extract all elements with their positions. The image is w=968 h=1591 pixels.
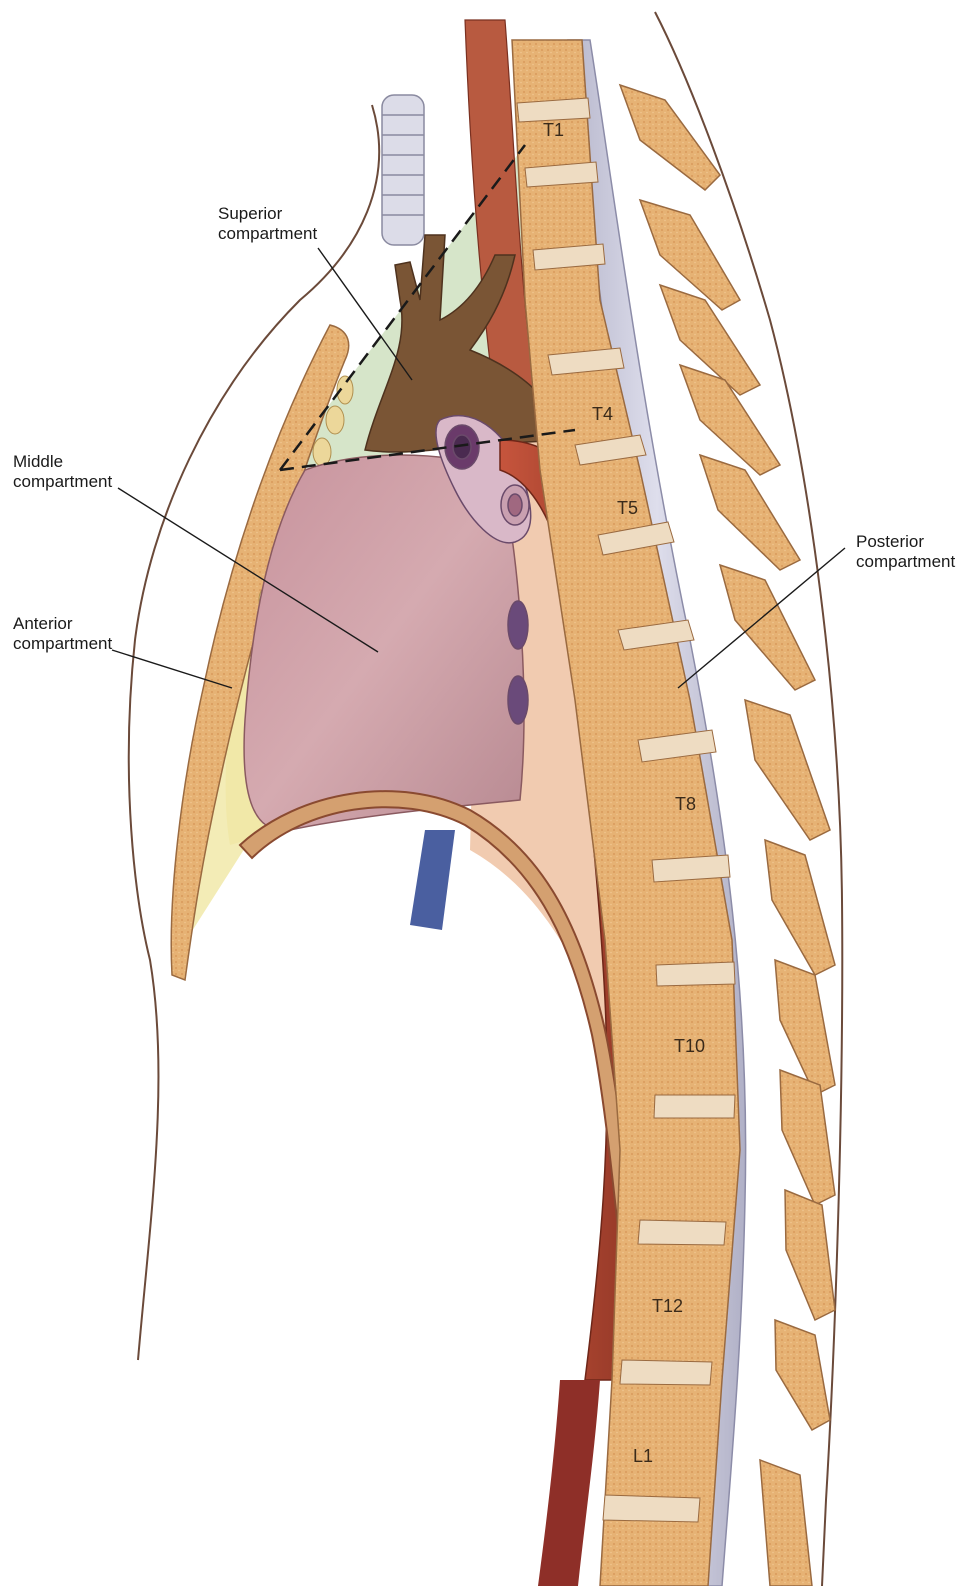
vertebra-label-t1: T1 <box>543 120 564 140</box>
middle-label-line1: Middle <box>13 452 112 472</box>
posterior-leader-line <box>678 548 845 688</box>
middle-label-line2: compartment <box>13 472 112 492</box>
posterior-label-line2: compartment <box>856 552 955 572</box>
anterior-label-line2: compartment <box>13 634 112 654</box>
abdominal-aorta <box>538 1380 600 1586</box>
superior-compartment-label: Superior compartment <box>218 204 317 244</box>
inferior-vena-cava <box>410 830 455 930</box>
posterior-label-line1: Posterior <box>856 532 955 552</box>
vertebra-label-l1: L1 <box>633 1446 653 1466</box>
superior-label-line1: Superior <box>218 204 317 224</box>
vertebra-label-t12: T12 <box>652 1296 683 1316</box>
vertebra-label-t8: T8 <box>675 794 696 814</box>
anterior-compartment-label: Anterior compartment <box>13 614 112 654</box>
superior-label-line2: compartment <box>218 224 317 244</box>
vertebra-label-t10: T10 <box>674 1036 705 1056</box>
anterior-label-line1: Anterior <box>13 614 112 634</box>
vertebra-label-t4: T4 <box>592 404 613 424</box>
middle-compartment-label: Middle compartment <box>13 452 112 492</box>
trachea <box>382 95 424 245</box>
vertebra-label-t5: T5 <box>617 498 638 518</box>
posterior-compartment-label: Posterior compartment <box>856 532 955 572</box>
